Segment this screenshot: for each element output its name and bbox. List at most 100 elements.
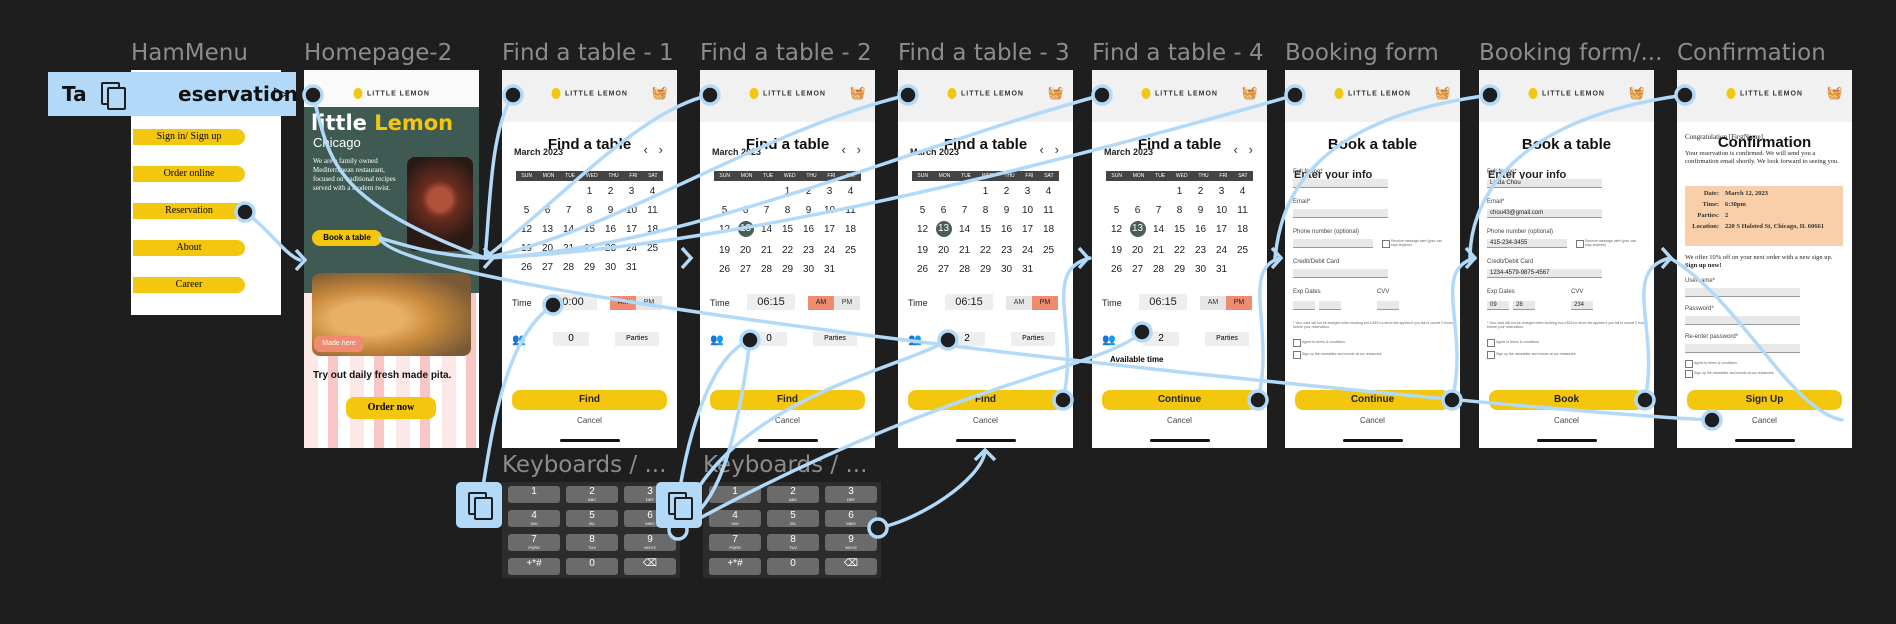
calendar-day[interactable]: 14 <box>958 224 971 235</box>
calendar-day[interactable]: 18 <box>1236 224 1249 235</box>
calendar-day[interactable] <box>537 186 558 197</box>
calendar-day[interactable]: 4 <box>1239 186 1246 197</box>
calendar-day[interactable]: 15 <box>1173 224 1186 235</box>
sign-up-button[interactable]: Sign Up <box>1687 390 1842 410</box>
menu-item-about[interactable]: About <box>133 240 245 256</box>
calendar-day[interactable]: 22 <box>979 245 992 256</box>
calendar-day[interactable]: 10 <box>1215 205 1228 216</box>
calendar-day[interactable]: 27 <box>937 264 950 275</box>
keypad-key[interactable]: ⌫ <box>624 558 676 575</box>
calendar-day[interactable] <box>840 264 861 275</box>
calendar-day[interactable]: 23 <box>1000 245 1013 256</box>
calendar-day[interactable] <box>714 186 735 197</box>
calendar-day[interactable]: 6 <box>544 205 551 216</box>
pm-toggle[interactable]: PM <box>834 296 860 310</box>
keypad-key[interactable]: 1 <box>709 486 761 503</box>
frame-homepage[interactable]: LITTLE LEMON little Lemon Chicago We are… <box>304 70 479 448</box>
phone-field[interactable] <box>1293 239 1373 248</box>
calendar-day[interactable] <box>1038 264 1059 275</box>
calendar-day[interactable]: 30 <box>802 264 815 275</box>
calendar-day[interactable]: 2 <box>607 186 614 197</box>
calendar-day[interactable]: 10 <box>625 205 638 216</box>
component-icon[interactable] <box>456 482 502 528</box>
play-icon[interactable]: ▷ <box>274 83 288 104</box>
calendar-day[interactable]: 26 <box>916 264 929 275</box>
cancel-link[interactable]: Cancel <box>973 416 998 425</box>
full-name-field[interactable] <box>1293 179 1388 188</box>
calendar-day[interactable]: 16 <box>802 224 815 235</box>
calendar-day[interactable]: 25 <box>646 243 659 254</box>
basket-icon[interactable]: 🧺 <box>651 85 668 100</box>
calendar-day[interactable]: 15 <box>781 224 794 235</box>
keypad-key[interactable]: 1 <box>508 486 560 503</box>
time-input[interactable]: 06:15 <box>1139 294 1187 310</box>
basket-icon[interactable]: 🧺 <box>1241 85 1258 100</box>
calendar-day[interactable]: 13 <box>935 221 952 237</box>
menu-item-reservation[interactable]: Reservation <box>133 203 245 219</box>
calendar-day[interactable]: 20 <box>541 243 554 254</box>
component-icon[interactable] <box>656 482 702 528</box>
phone-field[interactable]: 415-234-3455 <box>1487 239 1567 248</box>
calendar-day[interactable]: 29 <box>781 264 794 275</box>
reenter-password-field[interactable] <box>1685 344 1800 353</box>
calendar-day[interactable]: 5 <box>523 205 530 216</box>
calendar-day[interactable]: 7 <box>961 205 968 216</box>
calendar-day[interactable]: 16 <box>1194 224 1207 235</box>
calendar-day[interactable]: 30 <box>604 262 617 273</box>
find-button[interactable]: Find <box>512 390 667 410</box>
calendar-day[interactable]: 9 <box>1003 205 1010 216</box>
calendar-day[interactable]: 30 <box>1000 264 1013 275</box>
email-field[interactable]: chou43@gmail.com <box>1487 209 1602 218</box>
time-input[interactable]: 06:15 <box>747 294 795 310</box>
calendar-day[interactable] <box>954 186 975 197</box>
calendar-day[interactable]: 21 <box>760 245 773 256</box>
calendar-day[interactable]: 24 <box>1021 245 1034 256</box>
calendar-day[interactable]: 4 <box>847 186 854 197</box>
calendar-day[interactable]: 13 <box>737 221 754 237</box>
exp-year-field[interactable]: 28 <box>1513 301 1535 310</box>
calendar-day[interactable]: 22 <box>781 245 794 256</box>
calendar-day[interactable]: 17 <box>625 224 638 235</box>
calendar-day[interactable]: 9 <box>805 205 812 216</box>
cancel-link[interactable]: Cancel <box>1752 416 1777 425</box>
calendar-day[interactable]: 30 <box>1194 264 1207 275</box>
calendar-day[interactable]: 18 <box>646 224 659 235</box>
email-field[interactable] <box>1293 209 1388 218</box>
calendar-day[interactable]: 25 <box>844 245 857 256</box>
calendar-day[interactable]: 11 <box>845 205 856 216</box>
calendar-day[interactable]: 1 <box>784 186 791 197</box>
calendar-day[interactable]: 10 <box>823 205 836 216</box>
calendar-day[interactable]: 8 <box>982 205 989 216</box>
calendar-day[interactable]: 16 <box>1000 224 1013 235</box>
am-toggle[interactable]: AM <box>610 296 636 310</box>
calendar-day[interactable]: 24 <box>823 245 836 256</box>
frame-booking2[interactable]: LITTLE LEMON🧺 Book a table Enter your in… <box>1479 70 1654 448</box>
calendar-day[interactable]: 3 <box>826 186 833 197</box>
calendar-day[interactable]: 20 <box>1131 245 1144 256</box>
calendar-day[interactable]: 19 <box>520 243 533 254</box>
am-toggle[interactable]: AM <box>1200 296 1226 310</box>
card-field[interactable]: 1234-4579-9875-4567 <box>1487 269 1602 278</box>
calendar-day[interactable]: 12 <box>718 224 731 235</box>
calendar-day[interactable]: 29 <box>979 264 992 275</box>
basket-icon[interactable]: 🧺 <box>849 85 866 100</box>
month-nav-icons[interactable]: ‹ › <box>1233 142 1254 157</box>
calendar-day[interactable]: 29 <box>1173 264 1186 275</box>
calendar-day[interactable]: 26 <box>520 262 533 273</box>
calendar-day[interactable]: 6 <box>940 205 947 216</box>
calendar-day[interactable]: 1 <box>982 186 989 197</box>
order-now-button[interactable]: Order now <box>346 397 436 419</box>
username-field[interactable] <box>1685 288 1800 297</box>
keypad-key[interactable]: ⌫ <box>825 558 877 575</box>
calendar-day[interactable]: 13 <box>541 224 554 235</box>
frame-find2[interactable]: LITTLE LEMON🧺 Find a table March 2023 ‹ … <box>700 70 875 448</box>
agree-checkbox[interactable] <box>1293 339 1301 347</box>
